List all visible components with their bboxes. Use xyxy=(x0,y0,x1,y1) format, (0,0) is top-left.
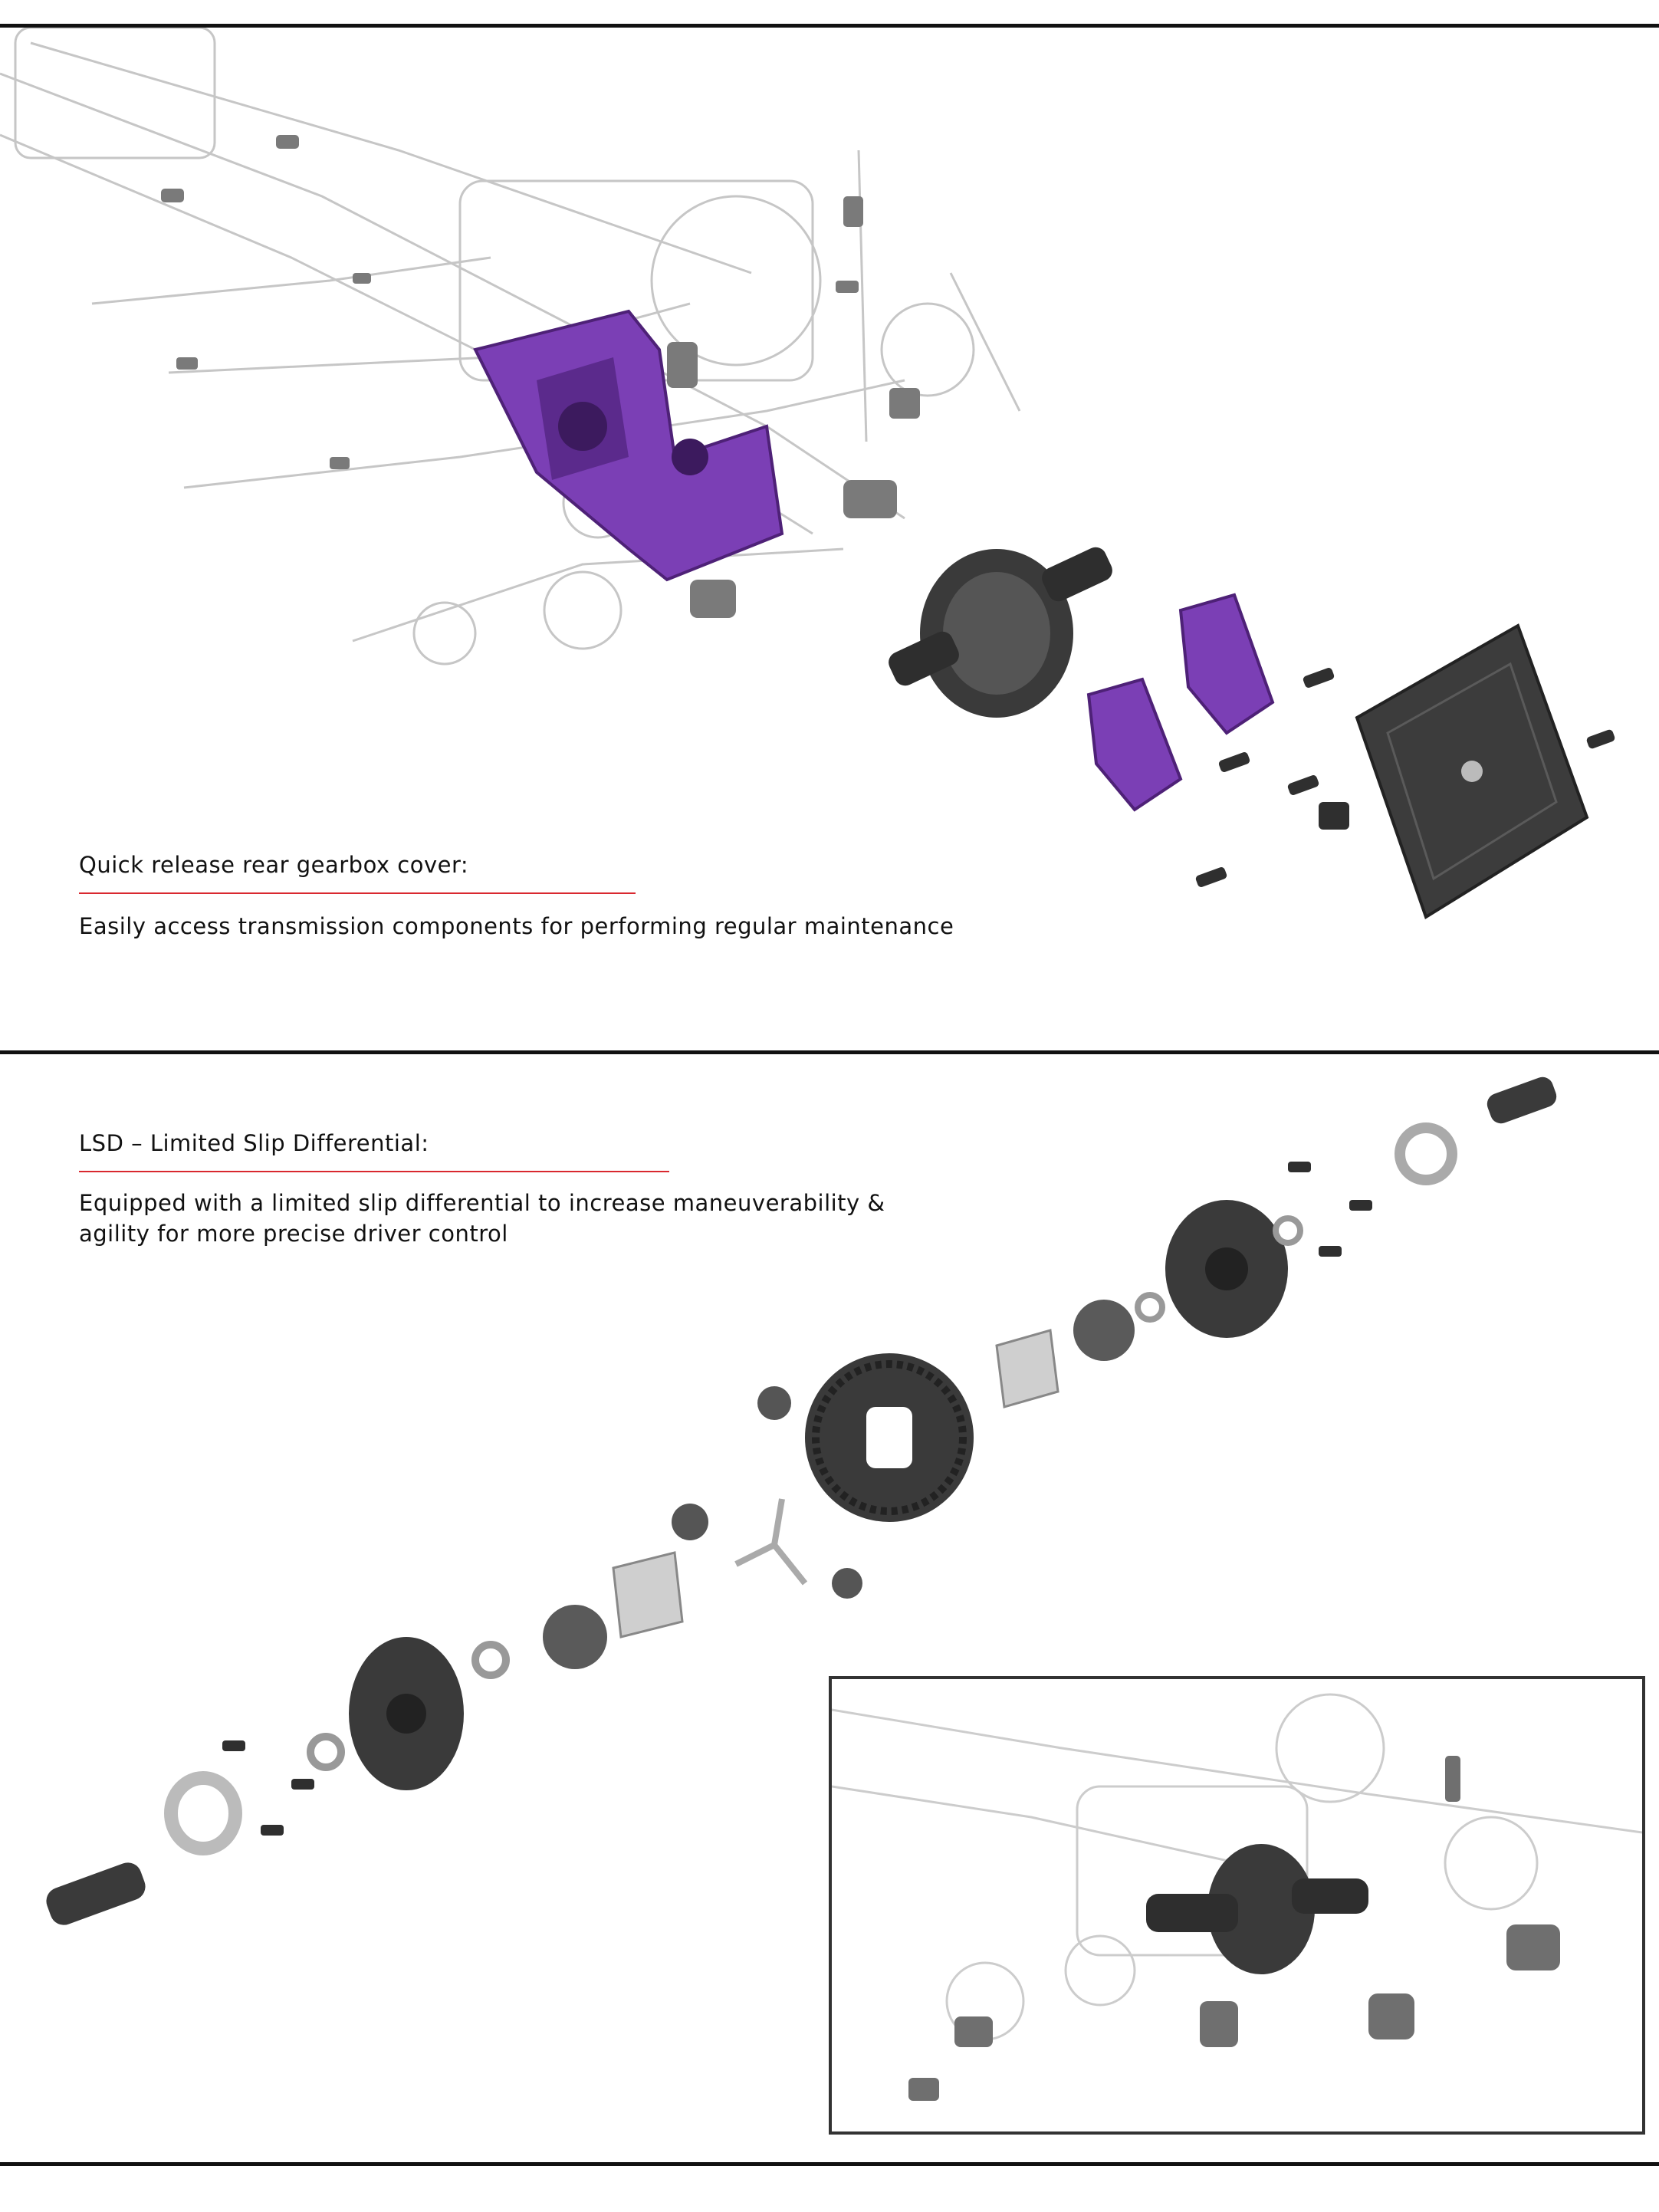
gearbox-caption: Quick release rear gearbox cover: Easily… xyxy=(79,851,954,942)
cross-pin xyxy=(734,1498,808,1586)
gearbox-title-underline xyxy=(79,892,636,894)
middle-rule xyxy=(0,1050,1659,1054)
differential-unit xyxy=(889,547,1112,718)
purple-gearbox-cover xyxy=(1086,593,1275,812)
assembled-rear-end-inset xyxy=(829,1676,1645,2135)
silver-bearing-right xyxy=(1395,1122,1457,1185)
bevel-gear-right xyxy=(1073,1300,1135,1361)
hex-screws xyxy=(1195,668,1615,887)
silver-bearing-left xyxy=(164,1771,242,1855)
purple-gearbox-housing xyxy=(473,309,784,582)
inset-hardware xyxy=(908,1756,1560,2101)
exploded-differential-illustration xyxy=(46,1076,1557,1925)
exploded-gearbox-illustration xyxy=(0,28,1615,920)
lsd-description-line1: Equipped with a limited slip differentia… xyxy=(79,1190,885,1216)
diff-case-right xyxy=(1165,1200,1288,1338)
diff-screws xyxy=(222,1162,1372,1836)
assembled-rear-end-illustration xyxy=(832,1693,1642,2101)
bevel-gear-left xyxy=(543,1605,607,1669)
spider-gear-bottom xyxy=(832,1568,862,1599)
inset-ghost-chassis xyxy=(832,1693,1642,2041)
lsd-description-line2: agility for more precise driver control xyxy=(79,1221,508,1247)
inset-differential xyxy=(1146,1844,1368,1974)
small-bearing-left xyxy=(471,1641,510,1679)
section-differential: LSD – Limited Slip Differential: Equippe… xyxy=(0,1054,1659,2197)
bottom-rule xyxy=(0,2162,1659,2166)
small-bearing-far-left xyxy=(307,1733,345,1771)
lsd-title: LSD – Limited Slip Differential: xyxy=(79,1130,429,1156)
section-gearbox-cover: Quick release rear gearbox cover: Easily… xyxy=(0,28,1659,1050)
small-bearing-right xyxy=(1273,1215,1303,1246)
spider-gear-left xyxy=(672,1504,708,1540)
spider-gear-top xyxy=(757,1386,791,1420)
outdrive-cup-right xyxy=(1487,1076,1557,1124)
spur-gear xyxy=(805,1353,974,1522)
lsd-ring-left xyxy=(612,1551,684,1638)
carbon-fiber-plate xyxy=(1355,623,1589,920)
top-rule xyxy=(0,24,1659,28)
gearbox-description: Easily access transmission components fo… xyxy=(79,913,954,939)
outdrive-cup-left xyxy=(46,1862,146,1925)
diff-case-left xyxy=(349,1637,464,1790)
gearbox-title: Quick release rear gearbox cover: xyxy=(79,852,469,878)
small-bearing-mid xyxy=(1135,1292,1165,1323)
lsd-ring-right xyxy=(995,1329,1059,1408)
lsd-caption: LSD – Limited Slip Differential: Equippe… xyxy=(79,1129,1045,1249)
lsd-title-underline xyxy=(79,1171,669,1172)
chassis-hardware xyxy=(161,135,920,618)
